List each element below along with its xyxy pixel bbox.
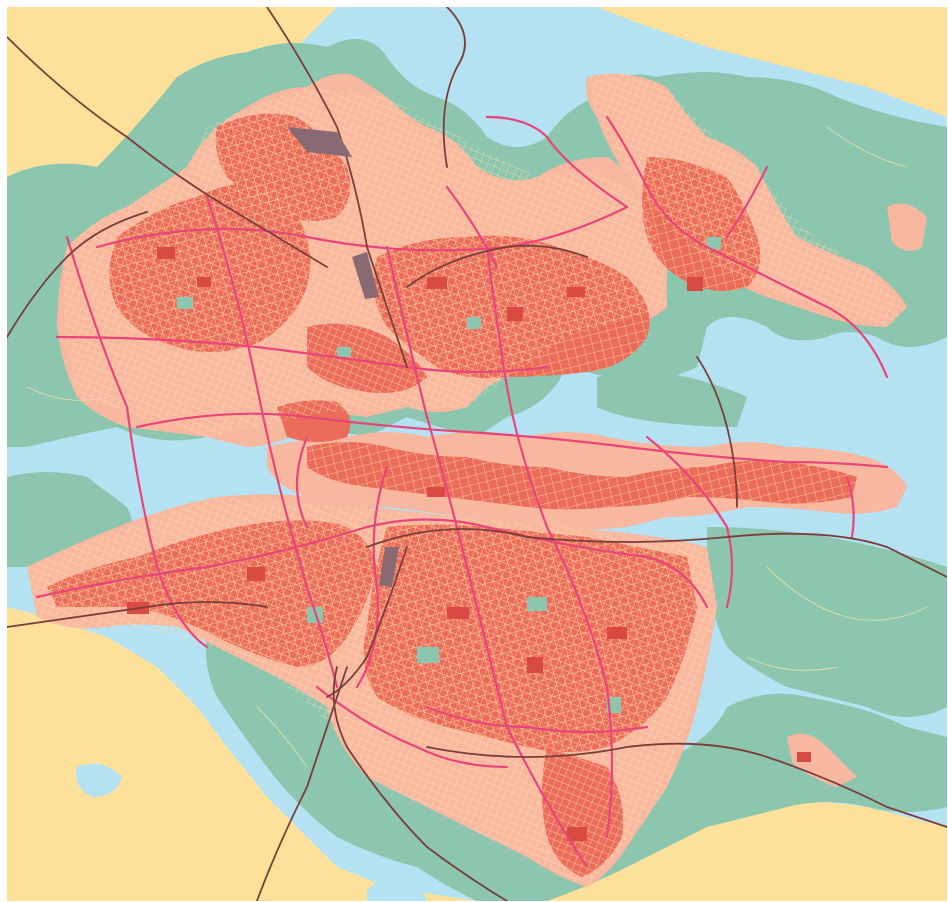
rail-yard [287, 127, 399, 587]
map-canvas[interactable] [7, 7, 947, 901]
rail-lines [7, 7, 947, 901]
forest-paths [26, 126, 928, 768]
map-view[interactable] [7, 7, 947, 901]
major-roads [35, 115, 889, 869]
